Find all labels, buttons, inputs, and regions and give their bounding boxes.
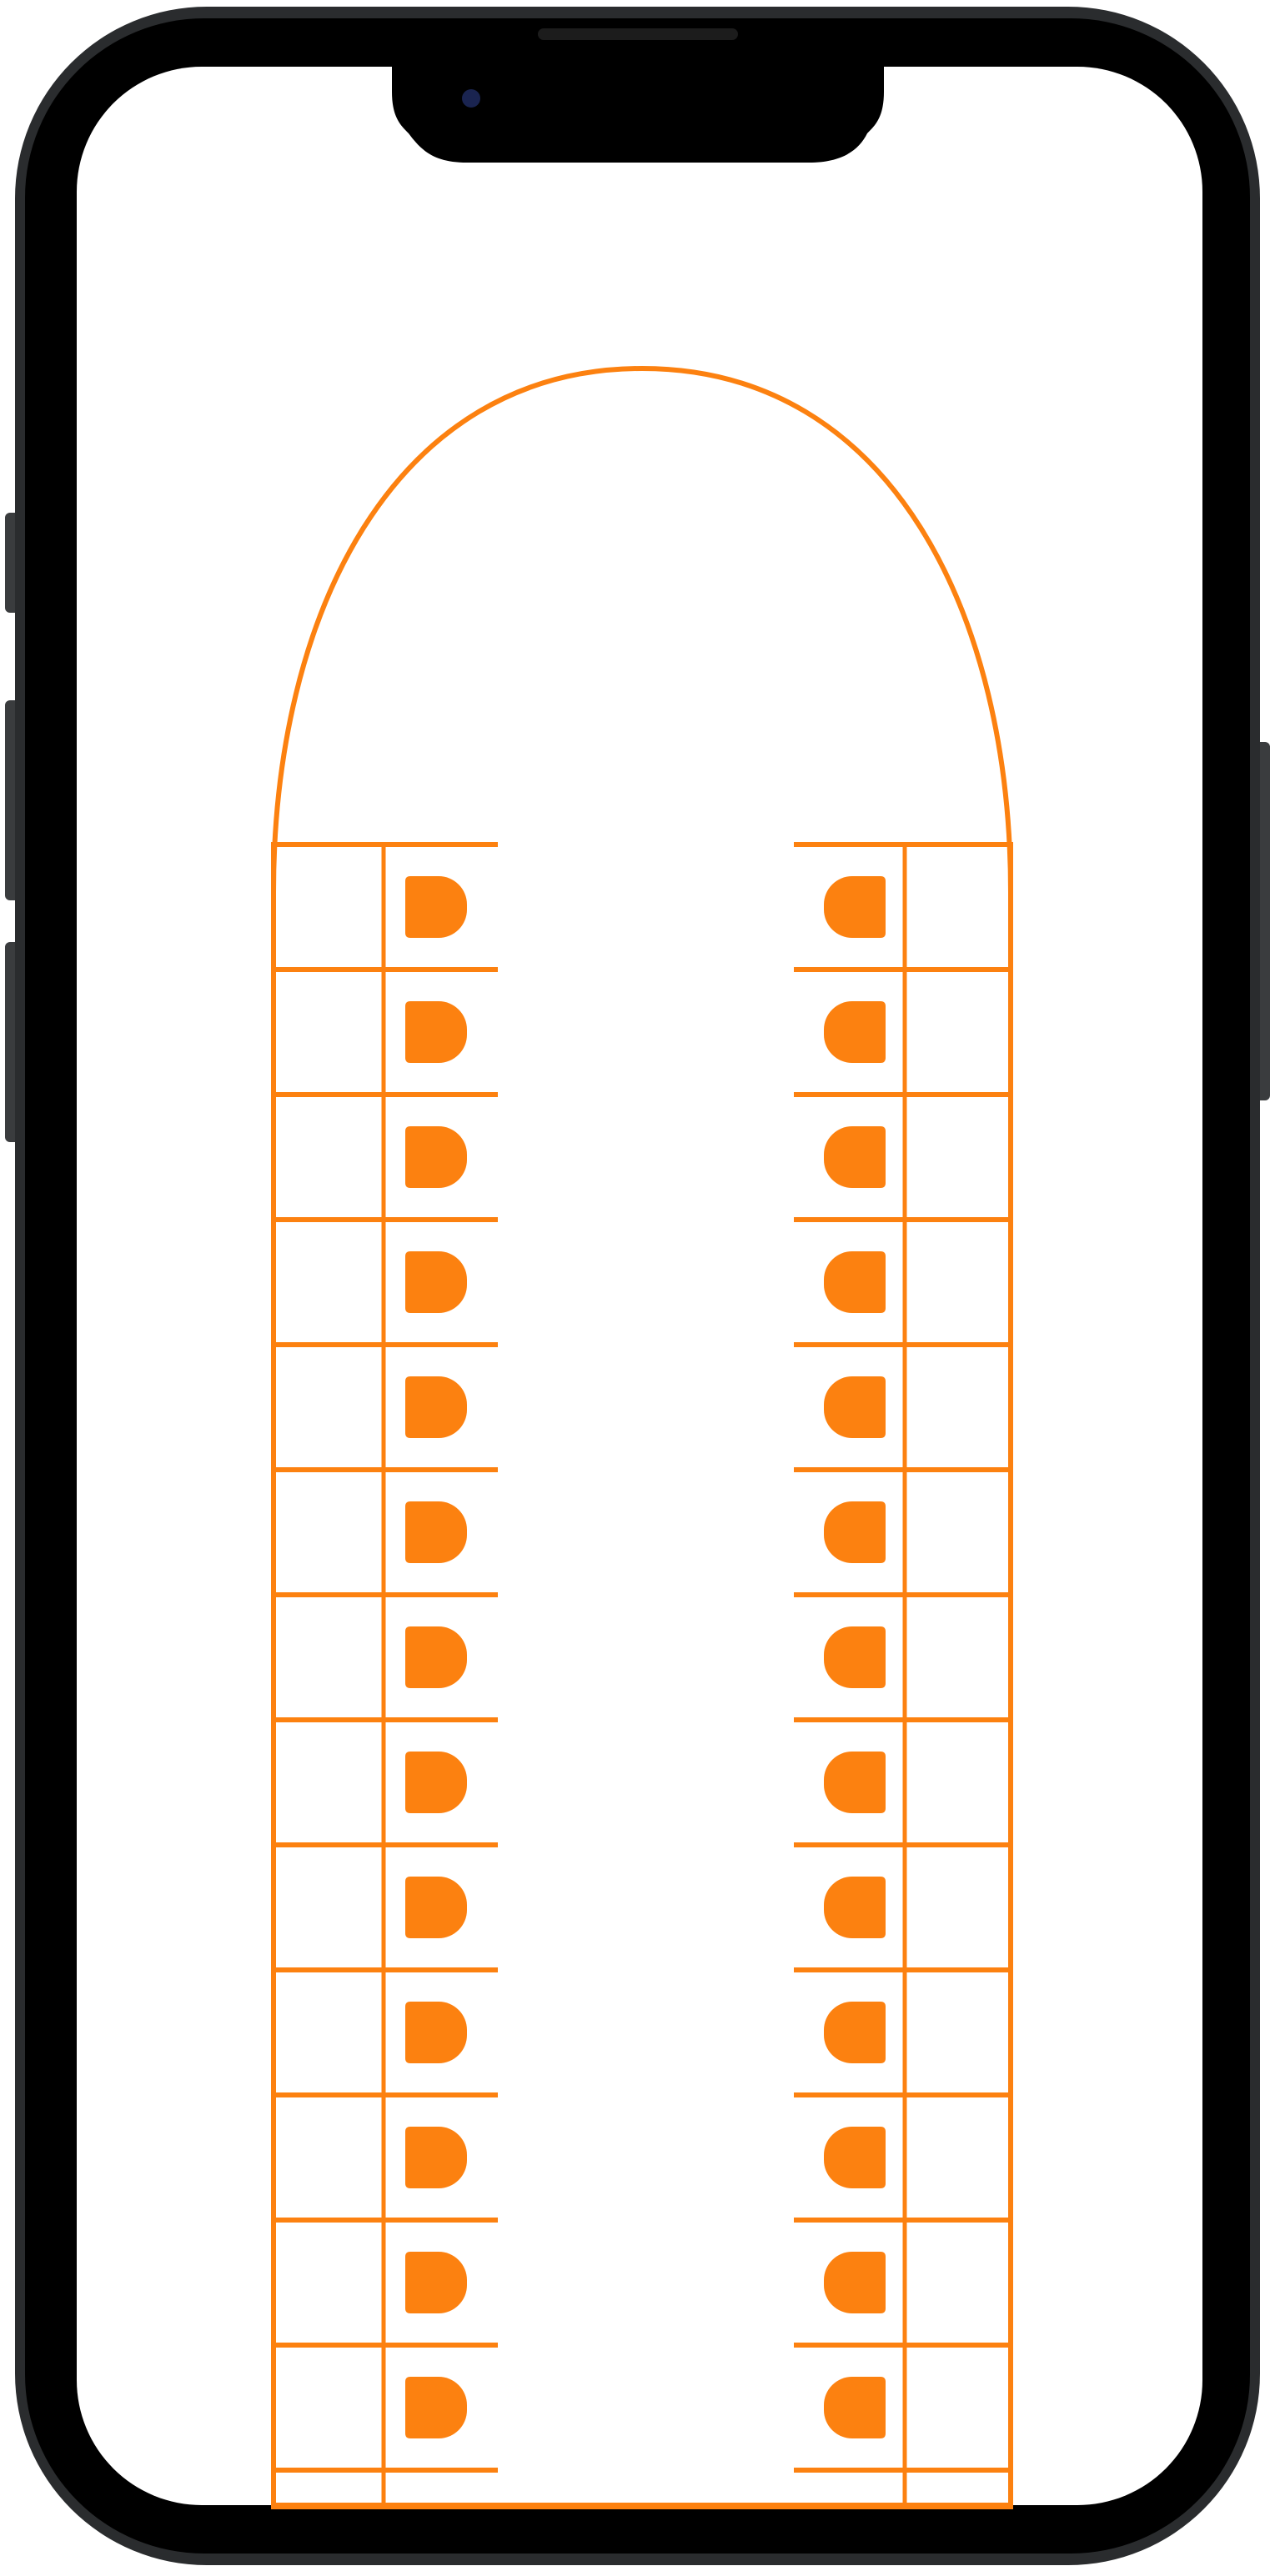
seat-facing-left-icon[interactable] (824, 2377, 886, 2438)
seat-facing-left-icon[interactable] (824, 1376, 886, 1438)
seat-facing-right-icon[interactable] (405, 876, 467, 938)
right-seat-column (794, 842, 1011, 2506)
seat-facing-left-icon[interactable] (824, 2127, 886, 2188)
notch (392, 67, 884, 163)
cabin-nose (271, 365, 1013, 893)
seat-facing-left-icon[interactable] (824, 2002, 886, 2063)
seat-facing-right-icon[interactable] (405, 1376, 467, 1438)
seat-facing-left-icon[interactable] (824, 1752, 886, 1813)
seat-facing-left-icon[interactable] (824, 1001, 886, 1063)
cabin-outline (271, 365, 1013, 2509)
seat-facing-left-icon[interactable] (824, 2252, 886, 2313)
seat-facing-left-icon[interactable] (824, 1626, 886, 1688)
seat-facing-right-icon[interactable] (405, 2127, 467, 2188)
seat-facing-right-icon[interactable] (405, 1251, 467, 1313)
left-seat-column (274, 842, 498, 2506)
screen (77, 67, 1202, 2505)
seat-facing-right-icon[interactable] (405, 1626, 467, 1688)
seat-facing-left-icon[interactable] (824, 1877, 886, 1938)
seat-facing-left-icon[interactable] (824, 876, 886, 938)
seat-facing-right-icon[interactable] (405, 2252, 467, 2313)
seat-facing-right-icon[interactable] (405, 1877, 467, 1938)
front-camera (462, 89, 480, 108)
seat-facing-left-icon[interactable] (824, 1126, 886, 1188)
seat-facing-right-icon[interactable] (405, 1001, 467, 1063)
seat-facing-right-icon[interactable] (405, 1501, 467, 1563)
seat-facing-right-icon[interactable] (405, 1126, 467, 1188)
speaker-grille (538, 28, 738, 40)
seat-facing-right-icon[interactable] (405, 1752, 467, 1813)
seat-facing-left-icon[interactable] (824, 1501, 886, 1563)
seat-facing-right-icon[interactable] (405, 2002, 467, 2063)
seat-facing-left-icon[interactable] (824, 1251, 886, 1313)
seat-facing-right-icon[interactable] (405, 2377, 467, 2438)
